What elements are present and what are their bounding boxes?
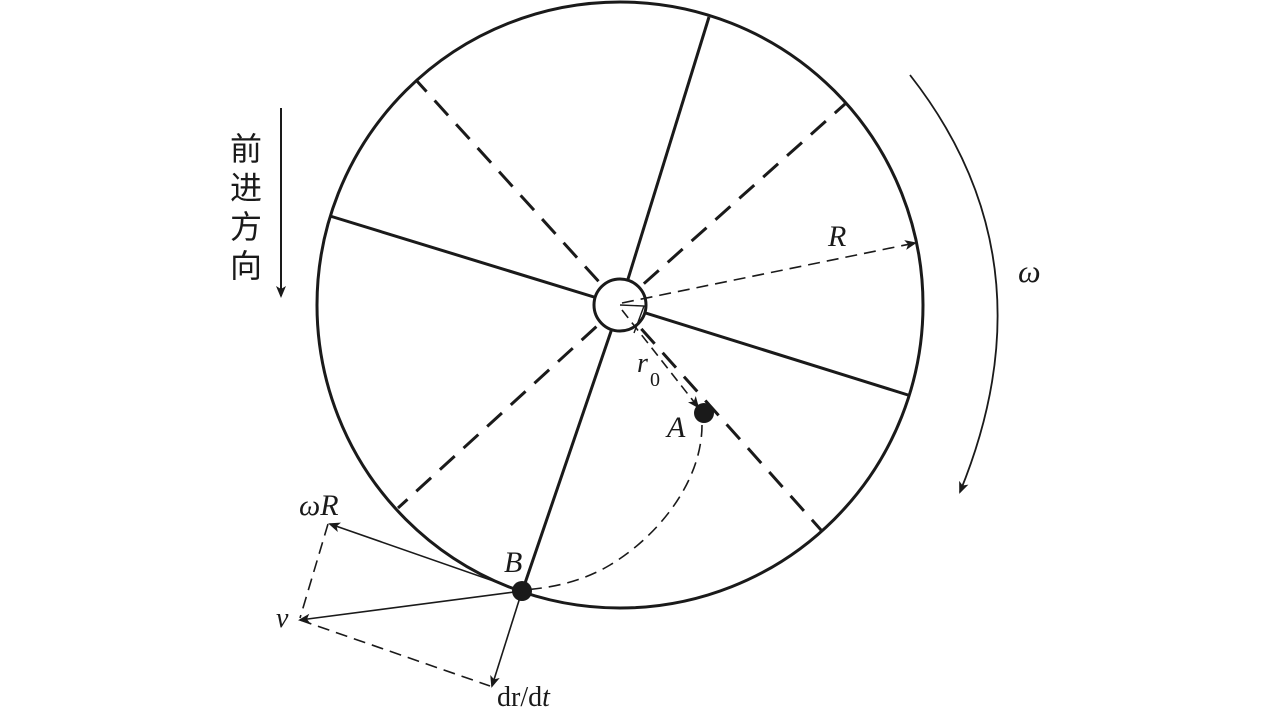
label-A: A <box>665 411 686 444</box>
label-v: v <box>276 603 289 634</box>
rotation-arc <box>909 74 999 494</box>
wheel-rim <box>315 0 925 610</box>
label-drdt: dr/dt <box>497 682 551 709</box>
radius-R-arrow <box>621 240 917 304</box>
label-omega: ω <box>1018 253 1041 289</box>
trajectory-path <box>521 424 703 591</box>
spoke-dashed-upper-right <box>619 102 846 307</box>
direction-char-2: 进 <box>230 169 262 207</box>
direction-char-4: 向 <box>230 247 262 285</box>
spoke-solid-left <box>329 214 621 307</box>
spoke-dashed-lower-left <box>396 303 622 510</box>
r0-angle-mark <box>619 304 645 334</box>
spoke-dashed-upper-left <box>414 78 622 307</box>
label-B: B <box>504 546 522 579</box>
label-r0-subscript: 0 <box>650 369 660 391</box>
direction-char-1: 前 <box>230 130 262 168</box>
r0-arrow <box>621 309 700 409</box>
direction-char-3: 方 <box>230 208 262 246</box>
point-A <box>694 403 714 423</box>
vector-omegaR <box>328 522 523 592</box>
construction-line-2 <box>299 619 491 687</box>
vector-v <box>298 590 523 624</box>
label-R: R <box>827 220 846 253</box>
spoke-solid-down <box>520 304 622 593</box>
spoke-solid-up <box>618 16 711 306</box>
label-omegaR: ωR <box>299 489 339 522</box>
spoke-solid-right <box>619 303 909 397</box>
label-r0: r <box>637 348 648 379</box>
vector-drdt <box>490 590 523 688</box>
construction-line-1 <box>299 523 329 619</box>
spoke-dashed-lower-right <box>618 304 823 531</box>
